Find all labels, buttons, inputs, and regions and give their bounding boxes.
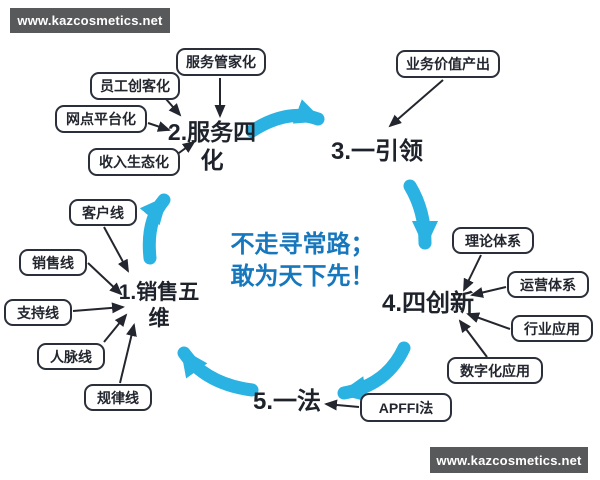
cycle-arrow-sales-to-service	[139, 193, 171, 265]
connector-operation-system	[470, 286, 507, 298]
box-employee-maker: 员工创客化	[90, 72, 180, 100]
node-2-service-four: 2.服务四 化	[162, 118, 262, 174]
connector-digital-app	[458, 319, 488, 358]
box-service-butler: 服务管家化	[176, 48, 266, 76]
connector-rule-line	[119, 323, 137, 384]
node-service-line1: 2.服务四	[167, 119, 257, 145]
node-service-line2: 化	[200, 147, 224, 174]
cycle-arrow-service-to-lead	[245, 99, 325, 138]
connector-business-value	[388, 79, 444, 128]
node-sales-line1: 1.销售五	[118, 281, 200, 304]
node-sales-line2: 维	[148, 306, 170, 330]
box-business-value: 业务价值产出	[396, 50, 500, 78]
box-customer-line: 客户线	[69, 199, 137, 226]
cycle-arrows	[139, 99, 438, 402]
box-industry-app: 行业应用	[511, 315, 593, 342]
box-rule-line: 规律线	[84, 384, 152, 411]
box-support-line: 支持线	[4, 299, 72, 326]
connector-customer-line	[103, 226, 129, 273]
box-apffi: APFFI法	[360, 393, 452, 422]
motto-line-1: 不走寻常路；	[230, 231, 375, 258]
node-5-one-method: 5.一法	[253, 388, 322, 415]
connector-network-line	[103, 313, 128, 343]
box-digital-app: 数字化应用	[447, 357, 543, 384]
box-theory-system: 理论体系	[452, 227, 534, 254]
connector-employee-maker	[165, 98, 182, 117]
connector-arrows	[72, 78, 511, 411]
box-network-line: 人脉线	[37, 343, 105, 370]
connector-outlet-platform	[147, 121, 171, 132]
connector-apffi	[324, 399, 360, 411]
connector-sales-line	[87, 262, 123, 296]
node-4-four-innovation: 4.四创新	[382, 290, 475, 317]
box-sales-line: 销售线	[19, 249, 87, 276]
box-income-ecology: 收入生态化	[88, 148, 180, 176]
connector-theory-system	[463, 254, 482, 292]
node-3-one-lead: 3.一引领	[331, 138, 424, 165]
connector-industry-app	[466, 312, 511, 330]
connector-support-line	[72, 302, 125, 314]
center-motto: 不走寻常路； 敢为天下先！	[230, 229, 375, 293]
cycle-arrow-innovation-to-method	[337, 341, 411, 402]
motto-line-2: 敢为天下先！	[230, 262, 375, 290]
cycle-arrow-method-to-sales	[177, 346, 259, 397]
box-operation-system: 运营体系	[507, 271, 589, 298]
watermark-banner-bottom: www.kazcosmetics.net	[430, 447, 588, 473]
watermark-banner-top: www.kazcosmetics.net	[10, 8, 170, 33]
box-outlet-platform: 网点平台化	[55, 105, 147, 133]
cycle-arrow-lead-to-innovation	[403, 179, 438, 250]
node-1-sales-five: 1.销售五 维	[117, 280, 201, 331]
